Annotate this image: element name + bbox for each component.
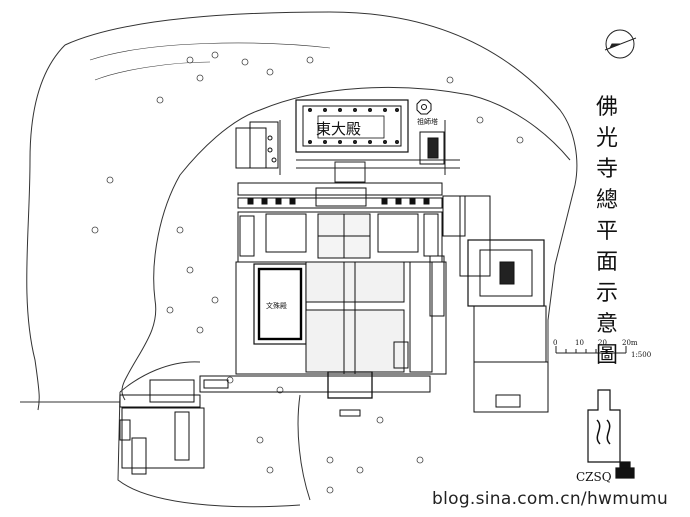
east-hall <box>295 99 409 153</box>
corridor-row <box>237 182 443 209</box>
pagoda-label: 祖師塔 <box>417 117 438 126</box>
scale-unit: 20m <box>622 339 638 347</box>
scale-tick-0: 0 <box>553 339 557 347</box>
east-hall-label: 東大殿 <box>316 120 361 138</box>
plan-title: 佛光寺總平面示意圖 <box>590 92 624 371</box>
title-char-7: 意 <box>595 312 618 337</box>
east-compound <box>429 195 549 413</box>
terrace-steps <box>279 120 460 183</box>
terrace-edge <box>121 86 571 401</box>
scale-tick-1: 10 <box>575 339 584 347</box>
wenshu-hall-label: 文殊殿 <box>266 301 287 310</box>
lower-courtyard <box>235 261 447 375</box>
scale-bar <box>555 346 627 354</box>
title-char-6: 示 <box>595 281 618 306</box>
title-char-1: 光 <box>595 126 618 151</box>
scale-ratio: 1:500 <box>631 351 651 359</box>
middle-courtyard <box>237 211 443 263</box>
scale-tick-2: 20 <box>598 339 607 347</box>
title-char-0: 佛 <box>595 95 618 120</box>
path-line <box>20 394 311 501</box>
site-boundary <box>26 11 578 508</box>
title-char-3: 總 <box>595 188 618 213</box>
front-gate <box>199 371 431 417</box>
title-char-8: 圖 <box>595 343 618 368</box>
seal-text: CZSQ <box>576 470 612 484</box>
tree-marks <box>91 51 524 494</box>
southwest-buildings <box>119 379 205 475</box>
north-arrow-icon <box>604 29 637 59</box>
building-northwest <box>235 121 279 169</box>
title-char-4: 平 <box>595 219 618 244</box>
title-char-2: 寺 <box>595 157 618 182</box>
plan-title-text: 佛光寺總平面示意圖 <box>590 92 624 371</box>
pagoda <box>416 99 432 115</box>
watermark: blog.sina.com.cn/hwmumu <box>432 489 669 509</box>
seal-logo-icon <box>587 389 635 479</box>
title-char-5: 面 <box>595 250 618 275</box>
building-northeast <box>419 131 445 165</box>
